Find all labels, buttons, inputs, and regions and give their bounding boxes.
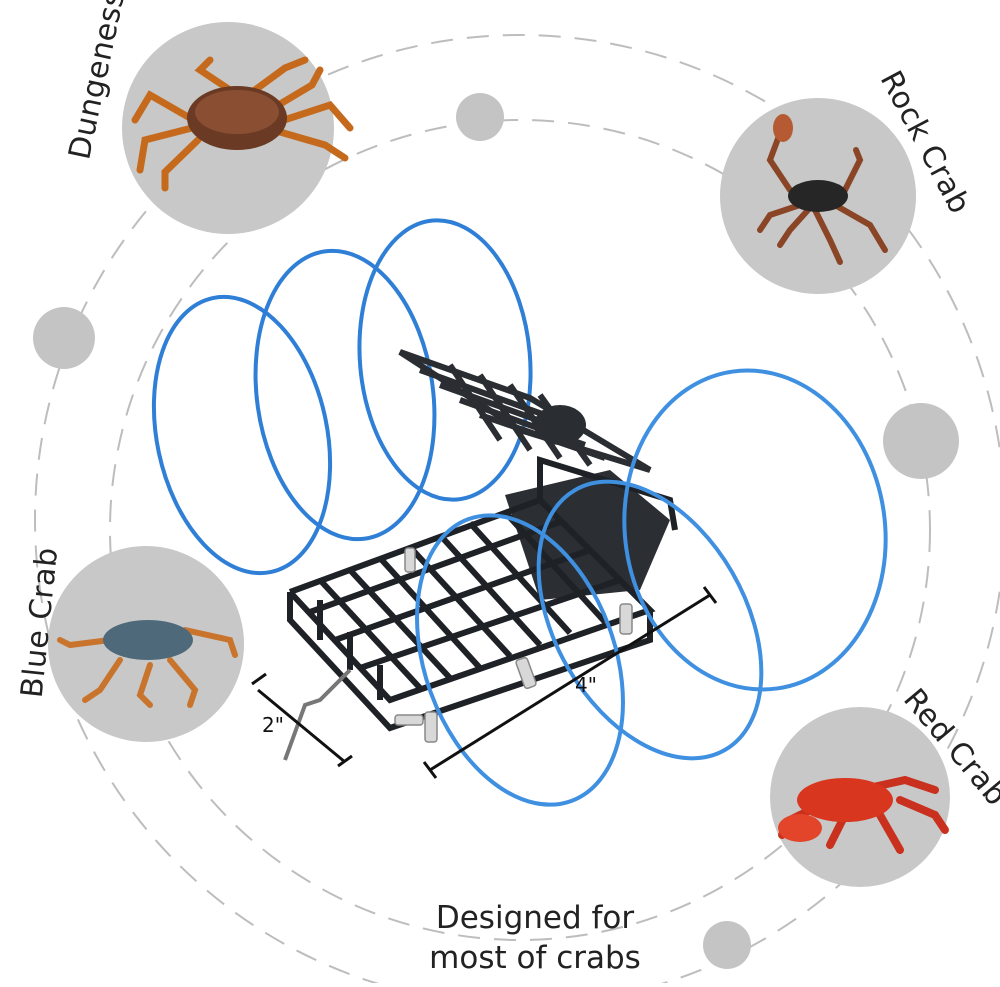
caption-line-1: Designed for — [435, 900, 635, 936]
dungeness-crab-circle — [122, 22, 354, 234]
cage-body — [287, 455, 678, 732]
lid-latch — [534, 405, 586, 445]
snare-loops-back — [151, 218, 533, 576]
width-dimension-label: 2" — [262, 713, 284, 737]
length-dimension-line — [422, 586, 718, 779]
attachment-pin — [283, 668, 352, 761]
width-dimension-line — [251, 672, 353, 768]
decorative-dots — [33, 93, 959, 969]
snare-clips — [394, 547, 633, 743]
cage-lid — [398, 349, 652, 473]
length-dimension-label: 4" — [575, 673, 597, 697]
caption-line-2: most of crabs — [429, 940, 641, 976]
snare-loops-front — [415, 368, 888, 807]
red-crab-circle — [770, 707, 950, 887]
rock-crab-circle — [720, 98, 916, 294]
caption: Designed for most of crabs — [380, 898, 690, 978]
dashed-rings — [34, 34, 1000, 987]
blue-crab-circle — [48, 546, 244, 742]
